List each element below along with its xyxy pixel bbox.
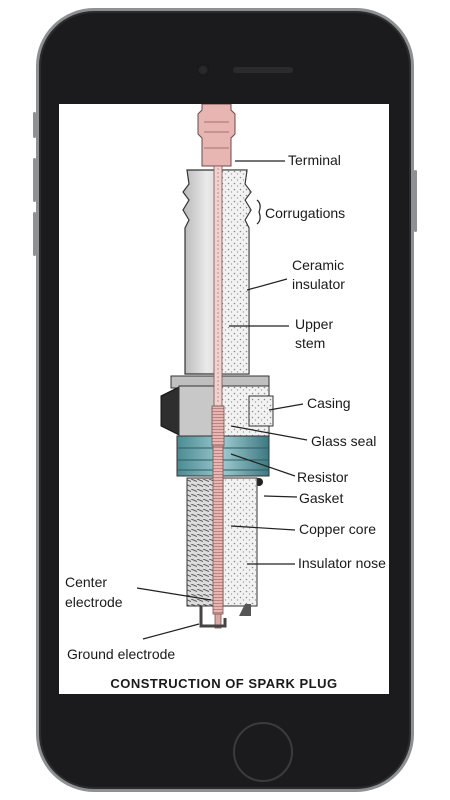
- label-resistor: Resistor: [297, 469, 349, 485]
- label-casing: Casing: [307, 395, 351, 411]
- center-conductor: [211, 165, 225, 629]
- label-terminal: Terminal: [288, 152, 341, 168]
- label-ceramic-insulator-line1: Ceramic: [292, 257, 345, 273]
- label-corrugations: Corrugations: [265, 205, 346, 221]
- label-ceramic-insulator-line2: insulator: [292, 276, 345, 292]
- speaker-grille: [233, 67, 293, 73]
- label-center-electrode-line1: Center: [65, 574, 108, 590]
- diagram-title: CONSTRUCTION OF SPARK PLUG: [110, 676, 338, 691]
- copper-core-element: [212, 445, 224, 615]
- volume-down-button[interactable]: [33, 212, 36, 256]
- mute-switch[interactable]: [33, 112, 36, 138]
- power-button[interactable]: [414, 170, 417, 232]
- label-center-electrode-line2: electrode: [65, 594, 123, 610]
- terminal-part: [197, 104, 236, 167]
- label-ground-electrode: Ground electrode: [67, 646, 176, 662]
- leader-lines: [136, 160, 308, 640]
- spark-plug-illustration: [136, 104, 308, 640]
- screen: Terminal Corrugations Ceramic insulator …: [59, 104, 389, 694]
- label-glass-seal: Glass seal: [311, 433, 377, 449]
- volume-up-button[interactable]: [33, 158, 36, 202]
- label-copper-core: Copper core: [299, 521, 377, 537]
- home-button[interactable]: [233, 722, 293, 782]
- camera-icon: [197, 64, 209, 76]
- label-insulator-nose: Insulator nose: [298, 555, 386, 571]
- ground-electrode-part: [199, 606, 227, 628]
- label-upper-stem-line2: stem: [295, 335, 326, 351]
- label-gasket: Gasket: [299, 490, 344, 506]
- label-upper-stem-line1: Upper: [295, 316, 334, 332]
- resistor-element: [211, 405, 225, 447]
